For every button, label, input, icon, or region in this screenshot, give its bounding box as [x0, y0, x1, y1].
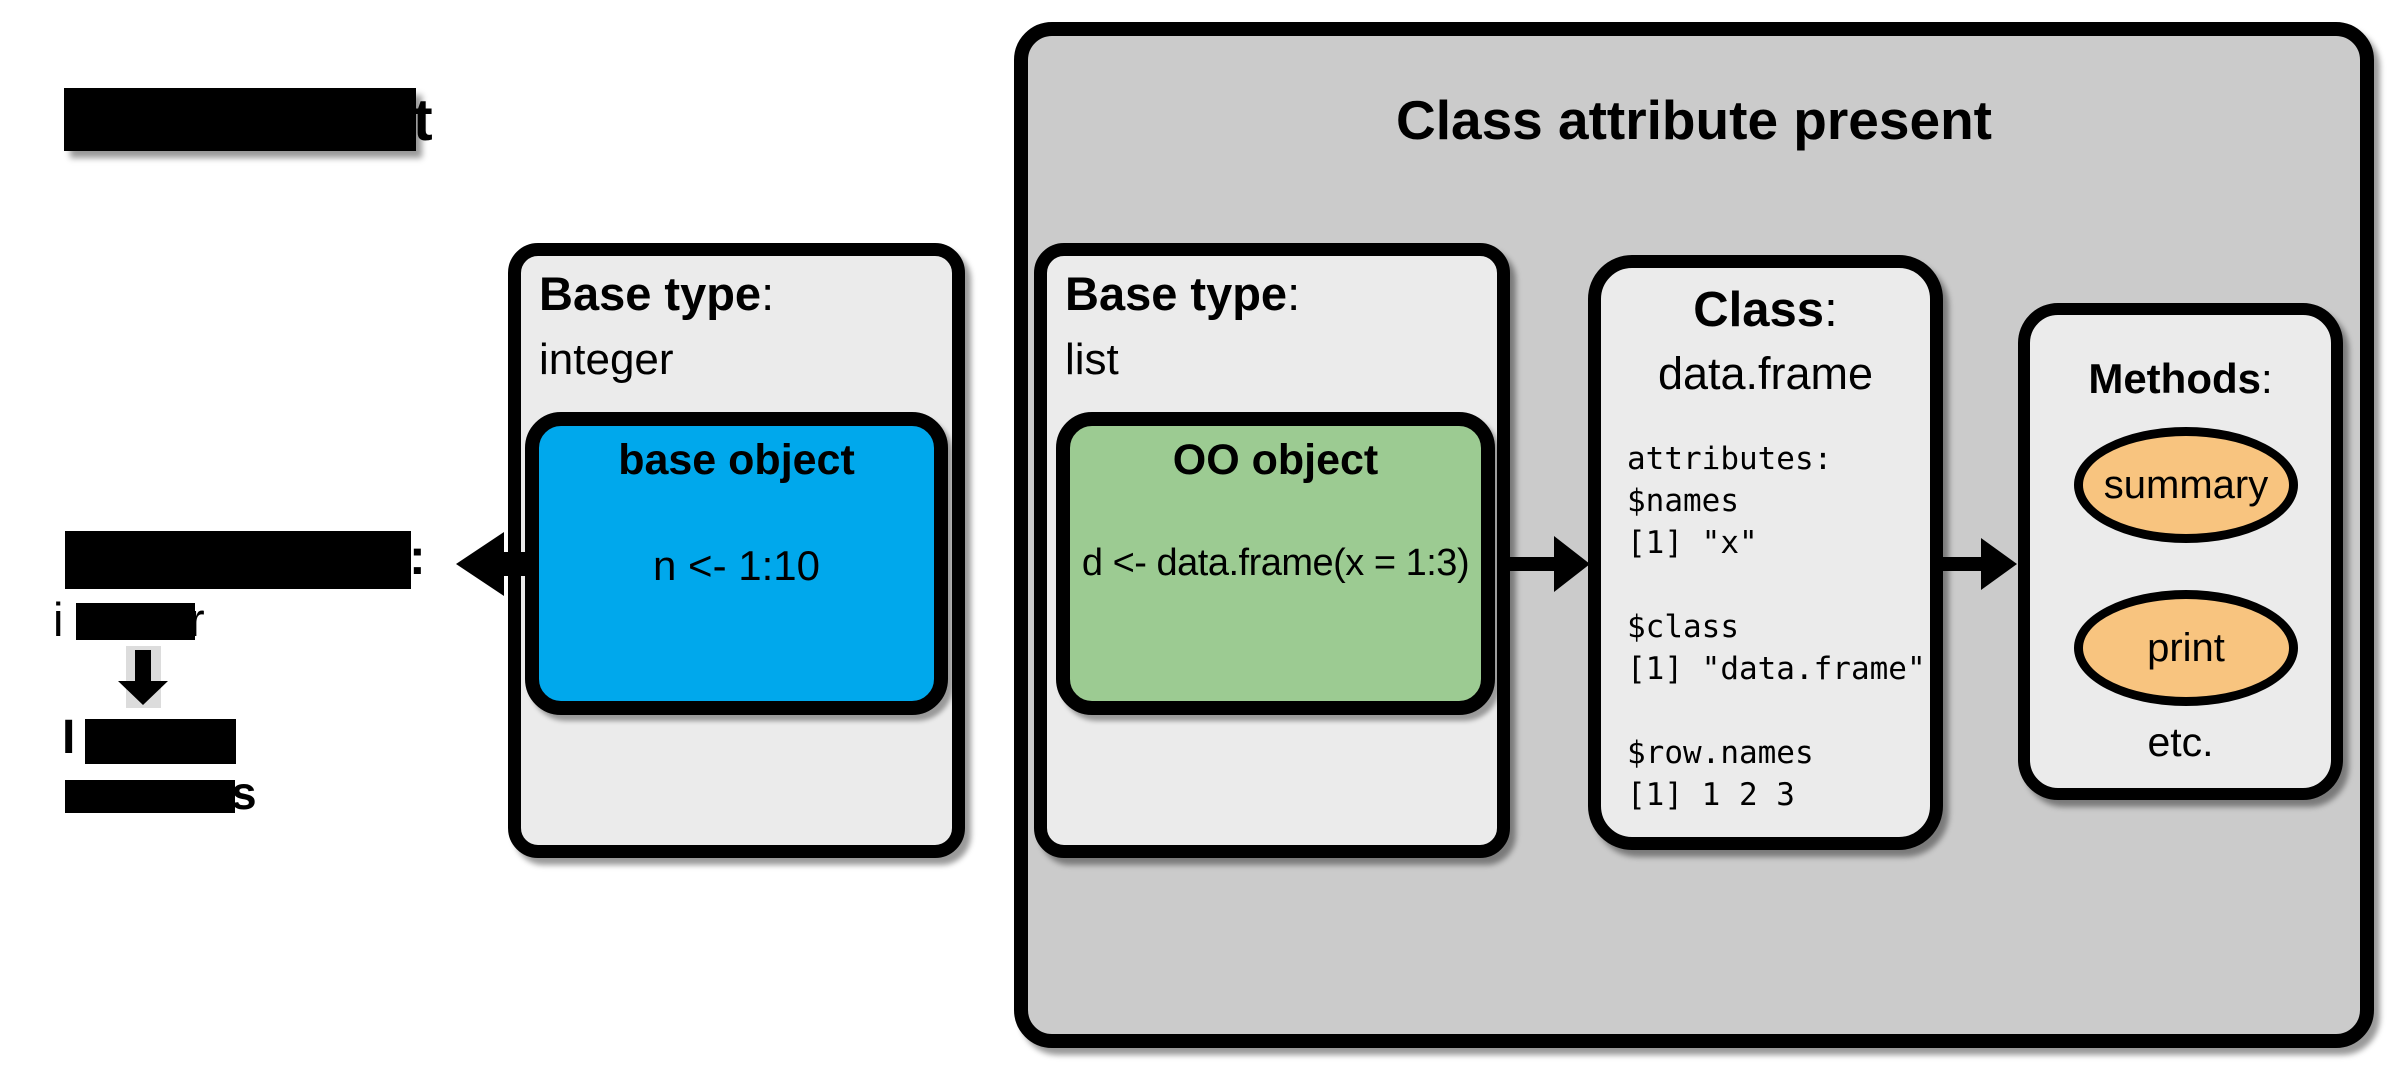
redacted-line4-bar	[65, 780, 235, 813]
right-arrow-to-methods-icon	[1943, 538, 2017, 590]
redacted-line2-bar	[76, 603, 195, 640]
base-type-integer-value: integer	[539, 335, 674, 384]
method-print-label: print	[2147, 625, 2225, 670]
redacted-line3-visible-prefix: I	[62, 711, 76, 764]
redacted-left-title-visible-letter: t	[413, 87, 433, 153]
base-object-box: base object n <- 1:10	[525, 412, 948, 715]
base-type-list-header: Base type:	[1065, 267, 1301, 320]
right-arrow-to-class-icon	[1508, 536, 1590, 592]
redacted-implicit-class-bar	[65, 531, 411, 589]
base-object-title: base object	[618, 436, 855, 484]
base-type-list-value: list	[1065, 335, 1119, 384]
class-box-header: Class:	[1693, 283, 1838, 337]
redacted-line2-visible-prefix: i	[53, 593, 64, 646]
class-attributes-box: Class: data.frame attributes: $names [1]…	[1588, 255, 1943, 850]
method-summary-label: summary	[2103, 462, 2269, 507]
oo-object-box: OO object d <- data.frame(x = 1:3)	[1056, 412, 1495, 715]
class-attributes-listing: attributes: $names [1] "x" $class [1] "d…	[1627, 441, 1926, 813]
method-ellipse-print: print	[2074, 590, 2298, 706]
class-box-value: data.frame	[1657, 348, 1874, 399]
methods-box-header: Methods:	[2088, 355, 2273, 402]
base-type-integer-header: Base type:	[539, 267, 775, 320]
redacted-line4-visible-suffix: s	[231, 767, 257, 819]
redacted-line2-visible-suffix: r	[189, 593, 205, 646]
oo-object-title: OO object	[1172, 436, 1379, 484]
redacted-line3-bar	[85, 719, 236, 764]
methods-etc-label: etc.	[2147, 719, 2214, 765]
panel-title: Class attribute present	[1395, 89, 1992, 151]
base-object-code: n <- 1:10	[653, 542, 820, 589]
methods-box: Methods: summary print etc.	[2018, 303, 2343, 800]
redacted-left-title-bar	[64, 88, 416, 151]
left-arrow-icon	[456, 532, 528, 596]
oo-object-code: d <- data.frame(x = 1:3)	[1081, 542, 1470, 584]
down-arrow-icon	[118, 650, 168, 705]
method-ellipse-summary: summary	[2074, 427, 2298, 543]
redacted-line1-visible-colon: :	[409, 529, 426, 585]
